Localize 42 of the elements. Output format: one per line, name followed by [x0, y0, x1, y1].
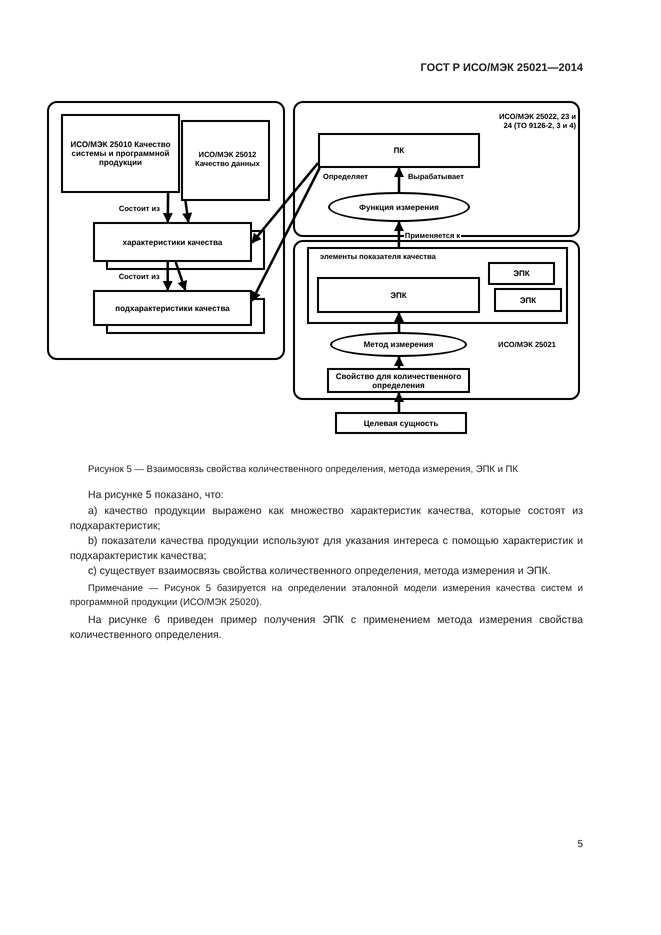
node-label: характеристики качества	[122, 238, 224, 246]
node-label: ЭПК	[512, 269, 531, 278]
arrow	[162, 262, 173, 291]
node-label: подхарактеристики качества	[114, 304, 231, 312]
paragraph: На рисунке 5 показано, что:	[87, 488, 225, 503]
note-text: Примечание — Рисунок 5 базируется на определении эталонной модели измерения качества систем и программной продукции (ИСО/МЭК 25020).	[70, 582, 583, 610]
paragraph: На рисунке 6 приведен пример получения ЭПК с применением метода измерения свойства количественного определения.	[70, 613, 583, 644]
process-box	[318, 133, 480, 168]
node-label: Метод измерения	[362, 340, 434, 349]
standard-box	[61, 114, 180, 193]
arrow	[174, 262, 188, 291]
arrow	[394, 392, 404, 412]
node-label: ПК	[392, 146, 406, 155]
arrow	[394, 312, 404, 332]
node-label: ЭПК	[518, 296, 538, 304]
process-box	[335, 412, 467, 434]
node-label: Целевая сущность	[362, 418, 440, 428]
paragraph: b) показатели качества продукции используют для указания интереса с помощью характеристик и подхарактеристик качества;	[70, 534, 583, 564]
figure-caption: Рисунок 5 — Взаимосвязь свойства количественного определения, метода измерения, ЭПК и ПК	[88, 463, 518, 477]
node-label: ЭПК	[389, 290, 408, 300]
arrow	[394, 167, 404, 192]
process-box	[494, 288, 562, 312]
standard-box	[181, 120, 270, 201]
arrow	[250, 167, 321, 302]
page-header: ГОСТ Р ИСО/МЭК 25021—2014	[420, 61, 583, 76]
process-box	[327, 368, 470, 393]
node-label: Свойство для количественного определения	[334, 372, 462, 390]
arrow	[162, 192, 173, 223]
arrow	[394, 356, 404, 368]
paragraph: а) качество продукции выражено как множество характеристик качества, которые состоят из подхарактеристик;	[70, 504, 583, 534]
group-panel	[293, 240, 580, 400]
node-label: Функция измерения	[358, 202, 440, 212]
node-label: ИСО/МЭК 25010 Качество системы и программной продукции	[70, 140, 172, 167]
page-number: 5	[576, 838, 583, 852]
group-box	[307, 247, 568, 324]
process-box	[317, 277, 480, 313]
paragraph: c) существует взаимосвязь свойства количественного определения, метода измерения и ЭПК.	[87, 564, 552, 579]
arrow	[182, 200, 192, 223]
arrow	[394, 221, 404, 247]
group-panel	[47, 101, 285, 360]
arrow	[251, 162, 319, 244]
process-box	[488, 262, 555, 285]
